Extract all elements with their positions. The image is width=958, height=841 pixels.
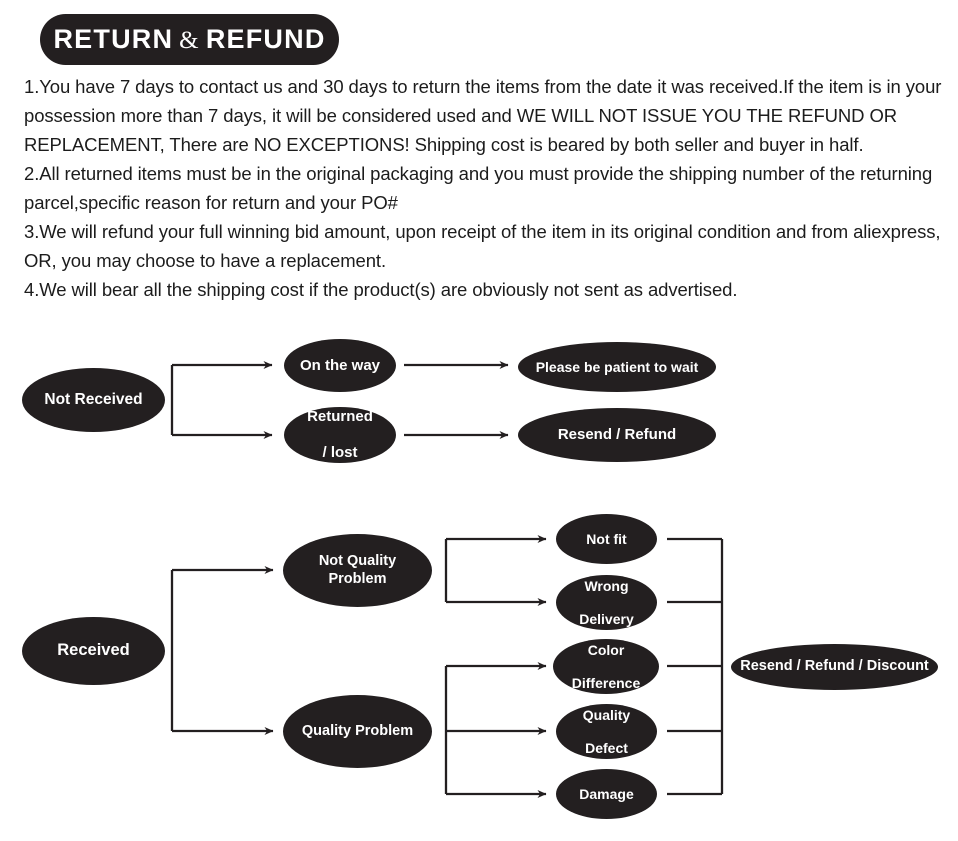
- page-title-badge: RETURN&REFUND: [40, 14, 339, 65]
- page-title: RETURN&REFUND: [53, 24, 325, 55]
- node-label: Not fit: [586, 530, 627, 547]
- connector-quality-split: [444, 662, 547, 798]
- page-title-word-return: RETURN: [53, 24, 174, 54]
- node-damage: Damage: [556, 769, 657, 819]
- node-label: Damage: [579, 785, 634, 802]
- node-resend-refund-discount: Resend / Refund / Discount: [731, 644, 938, 690]
- policy-text-block: 1.You have 7 days to contact us and 30 d…: [24, 72, 944, 304]
- node-resend-refund: Resend / Refund: [518, 408, 716, 462]
- node-received: Received: [22, 617, 165, 685]
- policy-item-3: 3.We will refund your full winning bid a…: [24, 221, 941, 271]
- node-label: Resend / Refund: [557, 426, 677, 444]
- node-label: Received: [57, 641, 130, 660]
- policy-item-4: 4.We will bear all the shipping cost if …: [24, 279, 738, 300]
- node-label: Not Quality Problem: [318, 553, 397, 587]
- node-label-line1: Wrong: [584, 577, 629, 594]
- page-title-ampersand: &: [179, 27, 200, 54]
- node-label: Resend / Refund / Discount: [740, 658, 929, 675]
- connector-not-quality-split: [444, 535, 547, 606]
- node-quality-problem: Quality Problem: [283, 695, 432, 768]
- node-label-line2: Difference: [571, 674, 641, 691]
- node-please-be-patient-to-wait: Please be patient to wait: [518, 342, 716, 392]
- node-label: Quality Problem: [301, 722, 414, 739]
- node-label-line2: Delivery: [579, 610, 634, 627]
- node-label: On the way: [299, 356, 381, 374]
- node-label-line1: Color: [587, 641, 625, 658]
- policy-item-2: 2.All returned items must be in the orig…: [24, 163, 933, 213]
- node-label: Please be patient to wait: [535, 358, 699, 375]
- connector-reasons-to-outcome: [667, 537, 724, 796]
- node-not-quality-problem: Not Quality Problem: [283, 534, 432, 607]
- node-returned-lost: Returned / lost: [284, 407, 396, 463]
- node-label-line2: / lost: [322, 443, 358, 461]
- node-label-line1: Quality: [582, 706, 631, 723]
- node-not-fit: Not fit: [556, 514, 657, 564]
- page-title-word-refund: REFUND: [205, 24, 326, 54]
- node-not-received: Not Received: [22, 368, 165, 432]
- connector-not-received-split: [170, 361, 273, 439]
- node-on-the-way: On the way: [284, 339, 396, 392]
- node-label: Not Received: [44, 390, 143, 408]
- policy-item-1: 1.You have 7 days to contact us and 30 d…: [24, 76, 942, 155]
- node-label: Returned / lost: [295, 408, 385, 461]
- connector-received-split: [170, 566, 274, 735]
- node-label-line1: Returned: [307, 408, 373, 426]
- node-label-line2: Defect: [585, 739, 628, 756]
